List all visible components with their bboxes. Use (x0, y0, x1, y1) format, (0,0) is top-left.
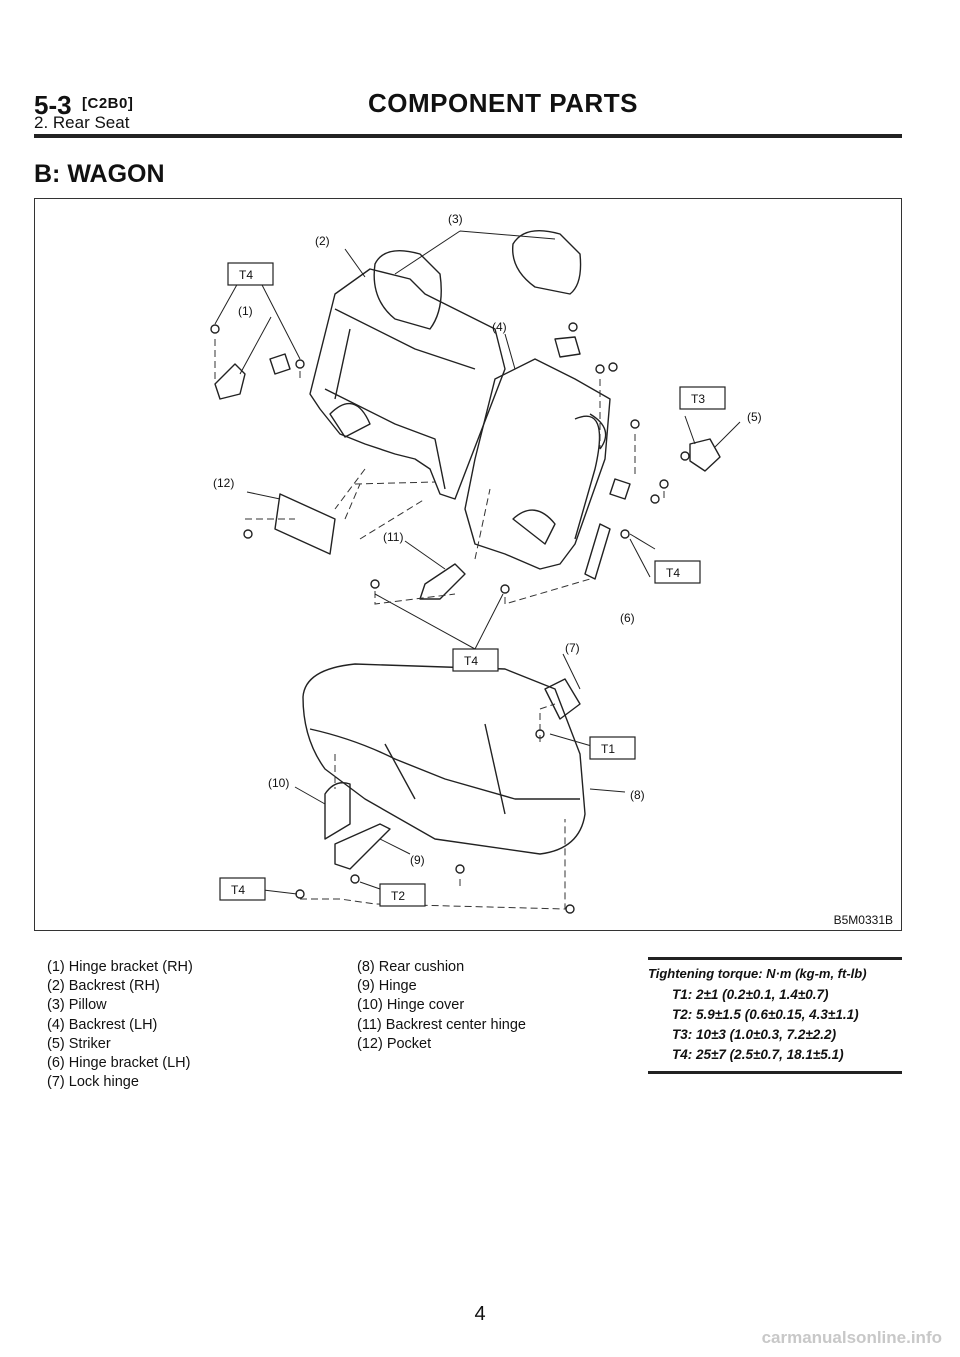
legend-item: (5) Striker (47, 1035, 111, 1052)
page-title: COMPONENT PARTS (368, 88, 638, 118)
section-code: [C2B0] (82, 95, 134, 112)
legend-item: (11) Backrest center hinge (357, 1016, 526, 1033)
svg-text:T4: T4 (239, 268, 253, 282)
backrest-rh-shape (309, 268, 506, 500)
torque-item-t4: T4: 25±7 (2.5±0.7, 18.1±5.1) (672, 1047, 844, 1062)
pillow-rh-shape (373, 250, 442, 330)
rear-cushion-shape (302, 663, 586, 855)
watermark: carmanualsonline.info (761, 1328, 942, 1347)
page-number: 4 (474, 1303, 486, 1325)
pillow-lh-shape (511, 230, 582, 295)
callout-1: (1) (238, 304, 253, 318)
legend-item: (4) Backrest (LH) (47, 1016, 158, 1033)
section-title: B: WAGON (34, 160, 165, 188)
callout-7: (7) (565, 641, 580, 655)
callout-12: (12) (213, 476, 234, 490)
torque-tag-t1: T1 (589, 736, 636, 760)
torque-item-t1: T1: 2±1 (0.2±0.1, 1.4±0.7) (672, 987, 829, 1002)
legend-item: (7) Lock hinge (47, 1074, 139, 1091)
figure-id: B5M0331B (833, 913, 893, 927)
svg-text:T4: T4 (231, 883, 245, 897)
legend-item: (2) Backrest (RH) (47, 978, 160, 995)
torque-top-rule (648, 957, 902, 960)
header-rule (34, 134, 902, 138)
callout-9: (9) (410, 853, 425, 867)
legend-item: (12) Pocket (357, 1035, 432, 1052)
svg-text:T1: T1 (601, 742, 615, 756)
torque-item-t3: T3: 10±3 (1.0±0.3, 7.2±2.2) (672, 1027, 837, 1042)
page-subtitle: 2. Rear Seat (34, 113, 130, 132)
legend-item: (3) Pillow (47, 997, 107, 1014)
legend-item: (10) Hinge cover (357, 997, 465, 1014)
legend-column-1: (1) Hinge bracket (RH) (2) Backrest (RH)… (47, 958, 193, 1092)
section-number: 5-3 (34, 90, 72, 120)
legend-item: (8) Rear cushion (357, 959, 465, 975)
callout-4: (4) (492, 320, 507, 334)
torque-tag-t3: T3 (679, 386, 726, 410)
exploded-diagram: (3) (2) (1) (4) (5) (12) (11) (6) (7) (1… (34, 198, 902, 931)
torque-tag-t4-center: T4 (452, 648, 499, 672)
pocket-shape (274, 493, 336, 555)
callout-8: (8) (630, 788, 645, 802)
torque-tag-t4-right: T4 (654, 560, 701, 584)
torque-tag-t4-bottom: T4 (219, 877, 266, 901)
callout-11: (11) (383, 530, 403, 544)
callout-6: (6) (620, 611, 635, 625)
torque-tag-t2: T2 (379, 883, 426, 907)
legend-item: (6) Hinge bracket (LH) (47, 1055, 191, 1072)
torque-spec-box: Tightening torque: N·m (kg-m, ft-lb) T1:… (648, 957, 902, 1074)
callout-2: (2) (315, 234, 330, 248)
legend-column-2: (8) Rear cushion (9) Hinge (10) Hinge co… (357, 958, 526, 1054)
callout-5: (5) (747, 410, 762, 424)
legend-item: (1) Hinge bracket (RH) (47, 959, 193, 975)
backrest-lh-shape (464, 358, 611, 570)
svg-text:T3: T3 (691, 392, 705, 406)
svg-text:T2: T2 (391, 889, 405, 903)
callout-10: (10) (268, 776, 289, 790)
svg-text:T4: T4 (666, 566, 680, 580)
hinge-shape (334, 823, 391, 870)
diagram-drawing: (3) (2) (1) (4) (5) (12) (11) (6) (7) (1… (210, 212, 762, 914)
svg-text:T4: T4 (464, 654, 478, 668)
torque-tag-t4-top: T4 (227, 262, 274, 286)
torque-item-t2: T2: 5.9±1.5 (0.6±0.15, 4.3±1.1) (672, 1007, 859, 1022)
torque-heading: Tightening torque: N·m (kg-m, ft-lb) (648, 966, 867, 981)
legend-item: (9) Hinge (357, 978, 417, 995)
hinge-cover-shape (324, 782, 351, 840)
callout-3: (3) (448, 212, 463, 226)
torque-bottom-rule (648, 1071, 902, 1074)
